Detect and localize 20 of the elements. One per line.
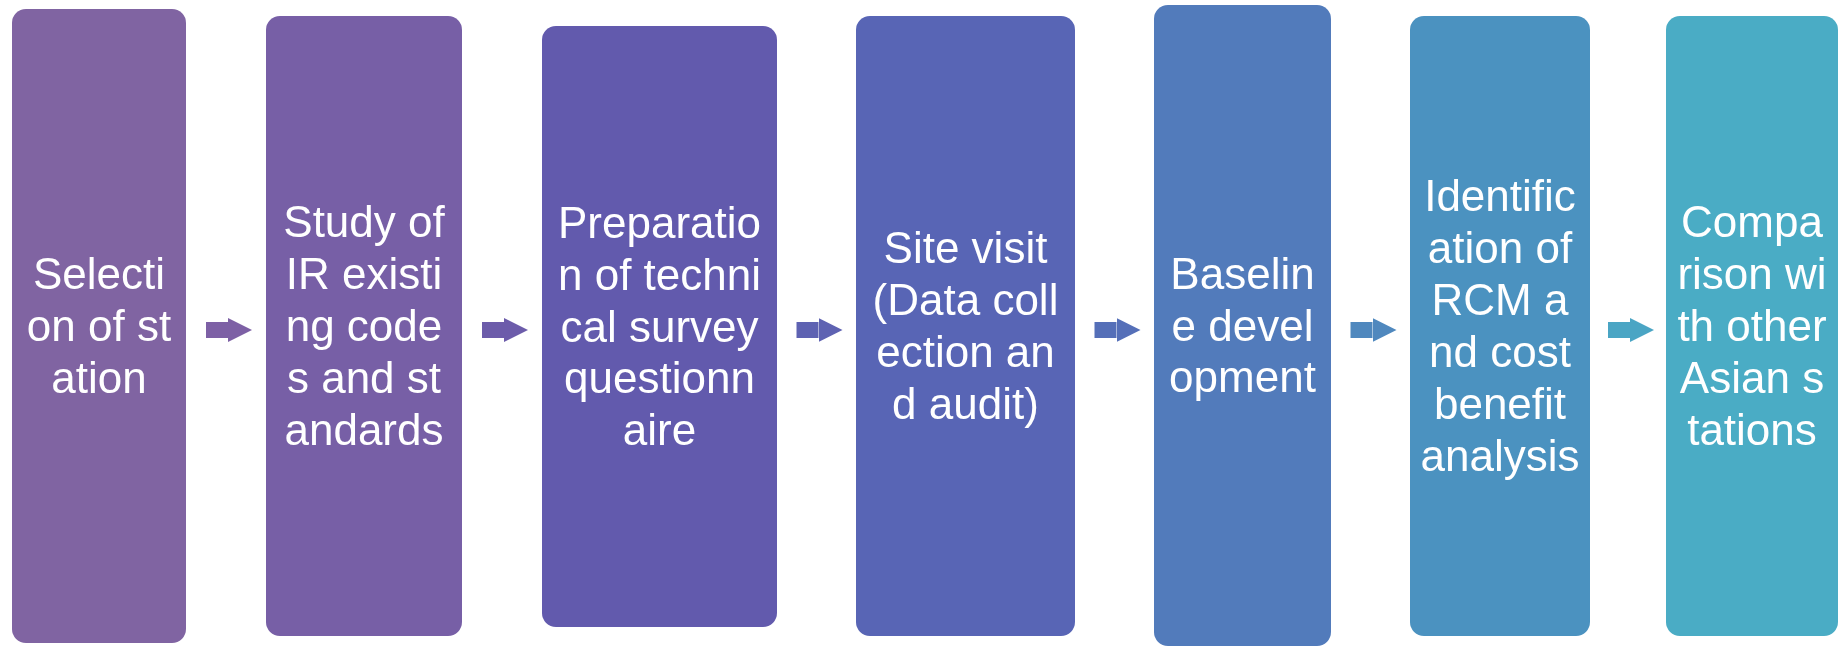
arrow — [482, 318, 528, 342]
process-box — [1154, 5, 1331, 646]
process-box — [12, 9, 186, 643]
step-text: Selection of station — [25, 248, 173, 404]
arrow — [1094, 318, 1141, 342]
process-box — [542, 26, 777, 627]
process-box — [266, 16, 462, 636]
arrow — [206, 318, 252, 342]
step-text: Site visit (Data collection and audit) — [871, 222, 1060, 430]
step-text: Comparison with other Asian stations — [1676, 196, 1828, 456]
step-text: Preparation of technical survey questionnaire — [557, 196, 762, 457]
arrow — [1608, 318, 1654, 342]
process-box — [856, 16, 1075, 636]
process-box — [1410, 16, 1590, 636]
step-text: Identification of RCM and cost benefit analysis — [1420, 170, 1580, 482]
arrow — [796, 318, 843, 342]
arrow — [1350, 318, 1397, 342]
step-text: Baseline development — [1168, 247, 1317, 404]
process-box — [1666, 16, 1838, 636]
step-text: Study of IR existing codes and standards — [282, 196, 446, 456]
